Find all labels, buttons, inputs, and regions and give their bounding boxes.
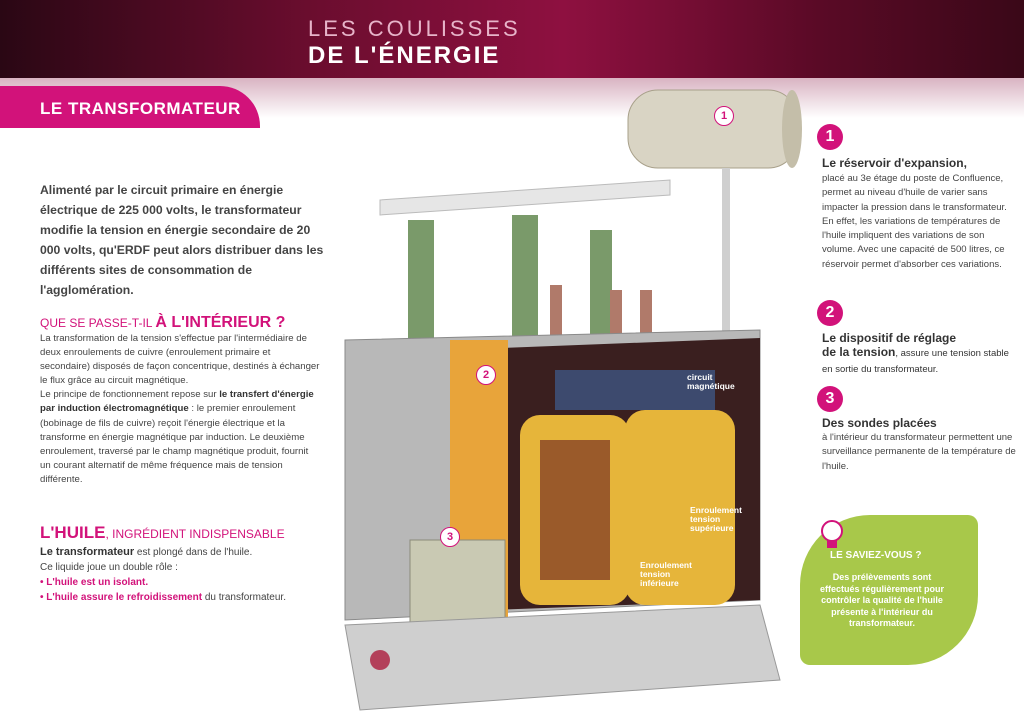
title-1: Le réservoir d'expansion, <box>822 156 967 170</box>
marker-2: 2 <box>476 365 496 385</box>
desc-3: à l'intérieur du transformateur permette… <box>822 432 1016 472</box>
title-2c: , assure une tension stable en sortie du… <box>822 348 1009 375</box>
intro-text: Alimenté par le circuit primaire en éner… <box>40 183 324 297</box>
oil-body: Le transformateur est plongé dans de l'h… <box>40 545 320 605</box>
page-title: LE TRANSFORMATEUR <box>40 99 241 118</box>
transformer-illustration <box>344 89 802 711</box>
label-winding-sup: Enroulement tension supérieure <box>690 505 742 533</box>
tip-text: Des prélèvements sont effectués régulièr… <box>819 572 945 628</box>
inside-heading: QUE SE PASSE-T-IL À L'INTÉRIEUR ? <box>40 314 285 332</box>
oil-heading-small: , INGRÉDIENT INDISPENSABLE <box>105 527 285 541</box>
lv-bushing-1 <box>550 285 562 335</box>
drain-valve <box>370 650 390 670</box>
oil-heading: L'HUILE, INGRÉDIENT INDISPENSABLE <box>40 523 285 543</box>
inside-p2a: Le principe de fonctionnement repose sur <box>40 389 220 401</box>
magnetic-core-top <box>555 370 715 410</box>
logo-line1: LES COULISSES <box>308 16 521 41</box>
lightbulb-icon <box>821 520 843 548</box>
title-band: LE TRANSFORMATEUR <box>0 86 260 128</box>
lv-bushing-2 <box>610 290 622 335</box>
desc-1: placé au 3e étage du poste de Confluence… <box>822 173 1007 270</box>
inside-p2b: le transfert d'énergie par induction éle… <box>40 389 314 415</box>
num-3: 3 <box>817 386 843 412</box>
roof-plane <box>379 179 671 216</box>
inside-p1: La transformation de la tension s'effect… <box>40 333 320 387</box>
winding-copper <box>540 440 610 580</box>
inside-p2: Le principe de fonctionnement repose sur… <box>40 388 320 487</box>
oil-bullet1: • L'huile est un isolant. <box>40 577 149 588</box>
oil-l1a: Le transformateur <box>40 546 135 558</box>
expansion-tank <box>627 89 799 169</box>
oil-heading-big: L'HUILE <box>40 523 106 542</box>
inside-body: La transformation de la tension s'effect… <box>40 332 320 487</box>
oil-bullet2a: • L'huile assure le refroidissement <box>40 592 203 603</box>
inside-heading-small: QUE SE PASSE-T-IL <box>40 316 156 330</box>
logo: LES COULISSES DE L'ÉNERGIE <box>308 18 521 68</box>
num-1: 1 <box>817 124 843 150</box>
num-2: 2 <box>817 300 843 326</box>
title-3: Des sondes placées <box>822 416 937 430</box>
tank-cap <box>782 90 802 168</box>
title-2a: Le dispositif de réglage <box>822 331 957 345</box>
oil-l1b: est plongé dans de l'huile. <box>134 547 253 558</box>
label-winding-inf: Enroulement tension inférieure <box>640 560 692 588</box>
tank-pipe <box>722 168 730 358</box>
header-banner <box>0 0 1024 78</box>
tip-title: LE SAVIEZ-VOUS ? <box>830 550 922 561</box>
marker-3: 3 <box>440 527 460 547</box>
label-circuit: circuit magnétique <box>687 372 735 391</box>
title-2b: de la tension <box>822 345 896 359</box>
lv-bushing-3 <box>640 290 652 335</box>
inside-heading-big: À L'INTÉRIEUR ? <box>155 314 286 331</box>
logo-line2: DE L'ÉNERGIE <box>308 42 501 69</box>
title-2: Le dispositif de réglage de la tension, … <box>822 331 1012 377</box>
marker-1: 1 <box>714 106 734 126</box>
oil-bullet2b: du transformateur. <box>202 592 286 603</box>
inside-p2c: : le premier enroulement (bobinage de fi… <box>40 403 309 485</box>
winding-right <box>625 410 735 605</box>
oil-l2: Ce liquide joue un double rôle : <box>40 562 178 573</box>
tank-base <box>344 604 781 711</box>
